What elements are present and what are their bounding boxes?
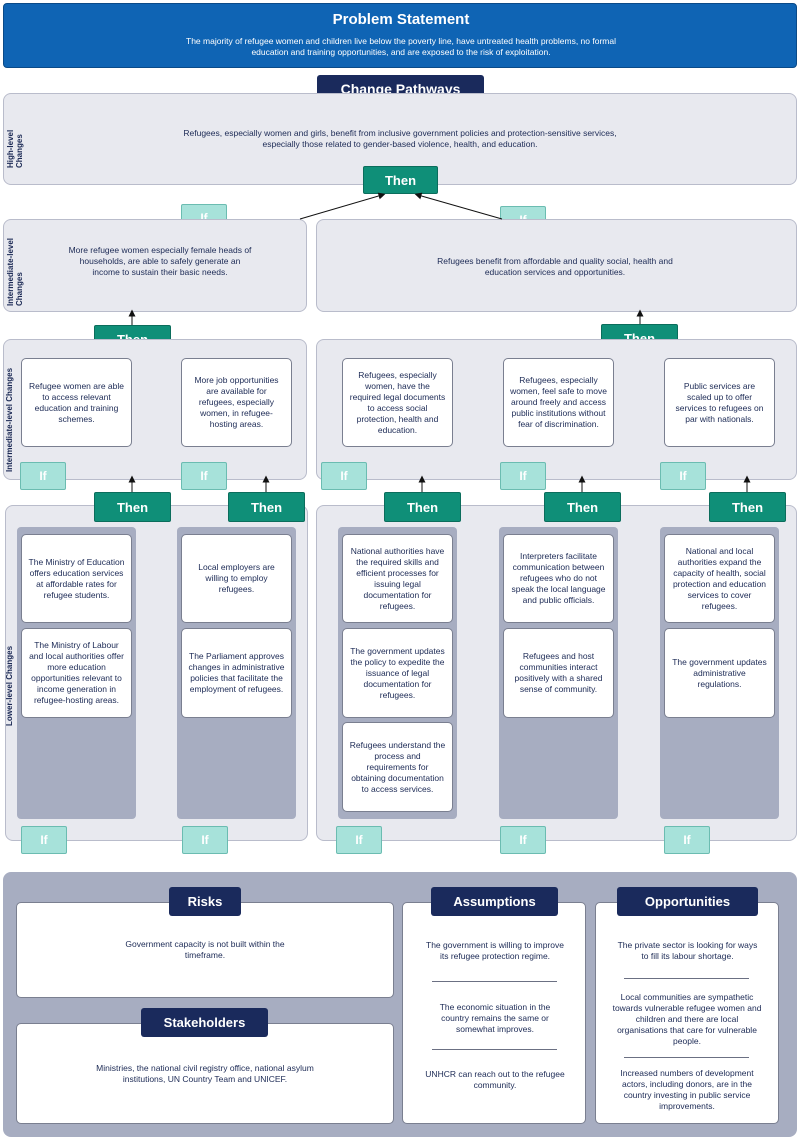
lower-box: The Ministry of Labour and local authori… bbox=[21, 628, 132, 718]
int2-box: Public services are scaled up to offer s… bbox=[664, 358, 775, 447]
if-low-2: If bbox=[182, 826, 228, 854]
then-low-5: Then bbox=[709, 492, 786, 522]
lower-box: Refugees understand the process and requ… bbox=[342, 722, 453, 812]
intermediate-right-text: Refugees benefit from affordable and qua… bbox=[437, 256, 673, 277]
if-int2-1: If bbox=[20, 462, 66, 490]
lower-box: Local employers are willing to employ re… bbox=[181, 534, 292, 623]
divider bbox=[432, 1049, 557, 1050]
lower-box: National authorities have the required s… bbox=[342, 534, 453, 623]
lower-box-text: Refugees and host communities interact p… bbox=[514, 651, 603, 694]
opportunity-item: Local communities are sympathetic toward… bbox=[612, 992, 762, 1046]
then-low-4: Then bbox=[544, 492, 621, 522]
divider bbox=[624, 1057, 749, 1058]
then-low-1: Then bbox=[94, 492, 171, 522]
intermediate-label: Intermediate-level Changes bbox=[6, 237, 24, 306]
stakeholders-title: Stakeholders bbox=[141, 1008, 268, 1037]
lower-box: The Ministry of Education offers educati… bbox=[21, 534, 132, 623]
lower-box-text: Local employers are willing to employ re… bbox=[198, 562, 275, 594]
opportunities-box bbox=[595, 902, 779, 1124]
divider bbox=[624, 978, 749, 979]
then-low-2: Then bbox=[228, 492, 305, 522]
assumption-item: The government is willing to improve its… bbox=[426, 940, 564, 961]
high-level-text: Refugees, especially women and girls, be… bbox=[183, 128, 617, 149]
if-low-3: If bbox=[336, 826, 382, 854]
int2-box-text: Public services are scaled up to offer s… bbox=[675, 380, 764, 424]
high-level-label: High-level Changes bbox=[6, 129, 24, 168]
lower-box: Interpreters facilitate communication be… bbox=[503, 534, 614, 623]
assumptions-box bbox=[402, 902, 586, 1124]
intermediate-left-panel bbox=[3, 219, 307, 312]
int2-box: Refugee women are able to access relevan… bbox=[21, 358, 132, 447]
if-int2-4: If bbox=[500, 462, 546, 490]
risks-box: Government capacity is not built within … bbox=[16, 902, 394, 998]
stakeholders-text: Ministries, the national civil registry … bbox=[96, 1062, 314, 1084]
if-int2-2: If bbox=[181, 462, 227, 490]
lower-box: The Parliament approves changes in admin… bbox=[181, 628, 292, 718]
int2-box: More job opportunities are available for… bbox=[181, 358, 292, 447]
if-low-1: If bbox=[21, 826, 67, 854]
intermediate-right-panel bbox=[316, 219, 797, 312]
int2-box: Refugees, especially women, have the req… bbox=[342, 358, 453, 447]
assumption-item: UNHCR can reach out to the refugee commu… bbox=[425, 1069, 565, 1090]
lower-box-text: National authorities have the required s… bbox=[350, 545, 445, 611]
lower-box-text: Refugees understand the process and requ… bbox=[349, 739, 446, 794]
int2-box-text: Refugees, especially women, feel safe to… bbox=[510, 375, 607, 429]
lower-box-text: Interpreters facilitate communication be… bbox=[511, 551, 606, 605]
if-int2-5: If bbox=[660, 462, 706, 490]
lower-box: The government updates administrative re… bbox=[664, 628, 775, 718]
int2-box-text: More job opportunities are available for… bbox=[194, 375, 279, 429]
opportunities-title: Opportunities bbox=[617, 887, 758, 916]
risks-text: Government capacity is not built within … bbox=[125, 939, 285, 960]
opportunity-item: The private sector is looking for ways t… bbox=[617, 940, 758, 961]
if-int2-3: If bbox=[321, 462, 367, 490]
problem-statement-title: Problem Statement bbox=[332, 11, 470, 28]
lower-box-text: The government updates the policy to exp… bbox=[350, 645, 445, 700]
lower-box-text: The Parliament approves changes in admin… bbox=[188, 651, 285, 694]
assumption-item: The economic situation in the country re… bbox=[439, 1002, 551, 1034]
intermediate2-label: Intermediate-level Changes bbox=[5, 367, 14, 472]
lower-box-text: The Ministry of Education offers educati… bbox=[28, 556, 125, 600]
int2-box: Refugees, especially women, feel safe to… bbox=[503, 358, 614, 447]
lower-box: The government updates the policy to exp… bbox=[342, 628, 453, 718]
problem-statement-text: The majority of refugee women and childr… bbox=[186, 36, 616, 57]
risks-title: Risks bbox=[169, 887, 241, 916]
problem-statement-banner: Problem Statement The majority of refuge… bbox=[3, 3, 797, 68]
lower-box: National and local authorities expand th… bbox=[664, 534, 775, 623]
then-low-3: Then bbox=[384, 492, 461, 522]
opportunity-item: Increased numbers of development actors,… bbox=[620, 1068, 754, 1111]
stakeholders-box: Ministries, the national civil registry … bbox=[16, 1023, 394, 1124]
divider bbox=[432, 981, 557, 982]
if-low-4: If bbox=[500, 826, 546, 854]
then-high: Then bbox=[363, 166, 438, 194]
lower-box: Refugees and host communities interact p… bbox=[503, 628, 614, 718]
lower-box-text: National and local authorities expand th… bbox=[672, 545, 767, 611]
if-low-5: If bbox=[664, 826, 710, 854]
int2-box-text: Refugees, especially women, have the req… bbox=[349, 369, 446, 435]
lower-level-label: Lower-level Changes bbox=[5, 645, 14, 726]
intermediate-left-text: More refugee women especially female hea… bbox=[68, 245, 252, 277]
lower-box-text: The government updates administrative re… bbox=[672, 656, 767, 689]
lower-box-text: The Ministry of Labour and local authori… bbox=[29, 640, 124, 705]
assumptions-title: Assumptions bbox=[431, 887, 558, 916]
int2-box-text: Refugee women are able to access relevan… bbox=[29, 380, 124, 424]
